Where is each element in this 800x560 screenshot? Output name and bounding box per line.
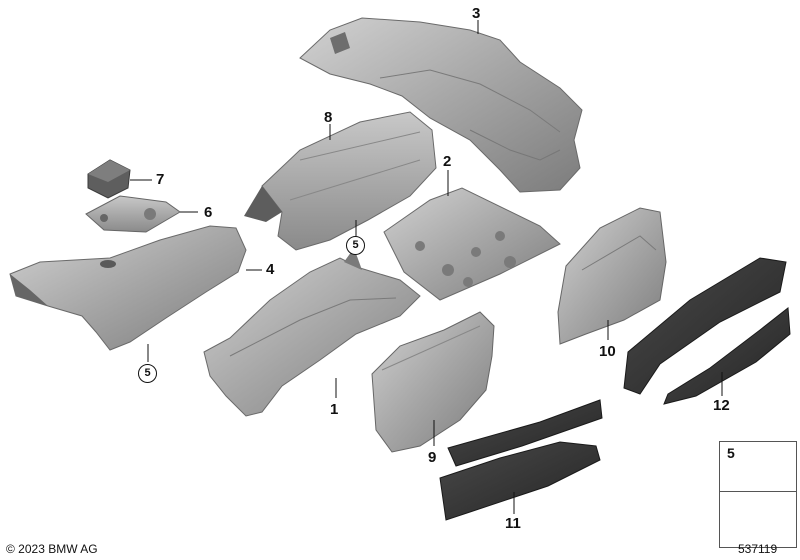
part-7-damper-block: [87, 159, 131, 199]
callout-11: 11: [505, 515, 521, 532]
part-9-insulation-panel: [371, 311, 495, 453]
part-2-floor-plate: [383, 187, 561, 301]
callout-6: 6: [204, 204, 213, 221]
part-11-felt-strips: [439, 399, 603, 521]
callout-7: 7: [156, 171, 165, 188]
legend-label: 5: [727, 445, 735, 461]
callout-4: 4: [266, 261, 275, 278]
part-4-front-tunnel-shield: [9, 225, 247, 351]
leader-lines: [130, 20, 723, 514]
callout-3: 3: [472, 5, 481, 22]
diagram-number: 537119: [738, 542, 778, 556]
ref-marker-5-front: 5: [138, 364, 157, 383]
part-6-bracket-plate: [85, 195, 181, 233]
legend-box-fastener: [719, 441, 797, 492]
part-1-floor-heat-shield: [203, 248, 421, 417]
part-10-insulation-panel: [557, 207, 667, 345]
callout-1: 1: [330, 401, 339, 418]
callout-10: 10: [599, 343, 616, 360]
ref-marker-5-tunnel: 5: [346, 236, 365, 255]
callout-2: 2: [443, 153, 452, 170]
part-12-felt-strips: [623, 257, 791, 405]
part-8-tunnel-heat-shield: [244, 111, 437, 251]
legend-box-arrow: [719, 491, 797, 548]
callout-12: 12: [713, 397, 730, 414]
part-3-rear-heat-shield: [299, 17, 583, 193]
callout-9: 9: [428, 449, 437, 466]
callout-8: 8: [324, 109, 333, 126]
copyright-text: © 2023 BMW AG: [6, 542, 98, 556]
